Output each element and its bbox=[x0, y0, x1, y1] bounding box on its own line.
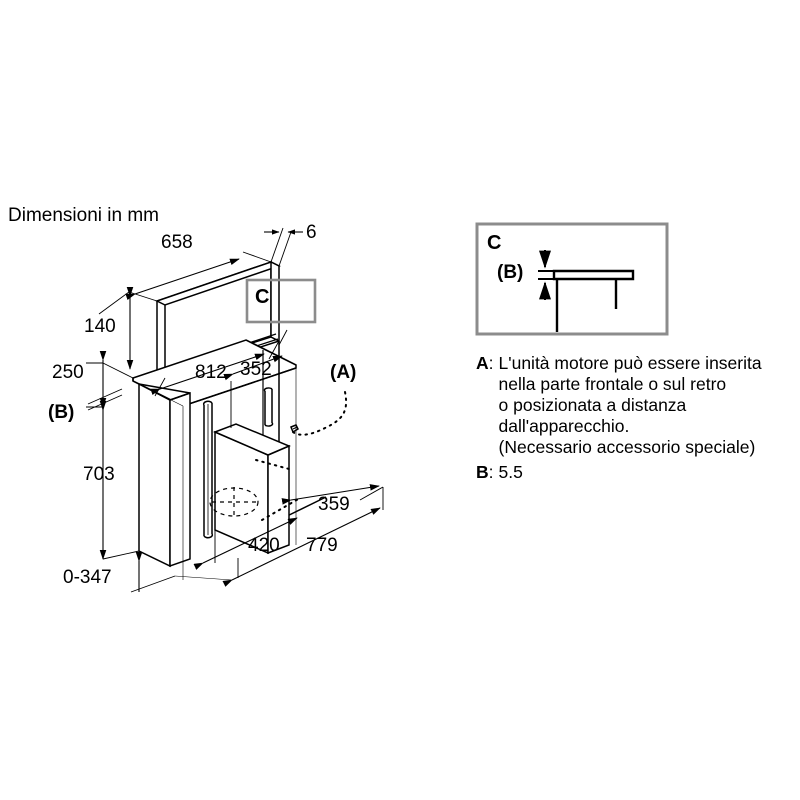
dimension-label-658: 658 bbox=[161, 232, 193, 253]
motor-connector-line bbox=[292, 426, 298, 430]
ext-6-a bbox=[270, 227, 284, 263]
dimline-352 bbox=[223, 355, 283, 381]
legend-key-A: A bbox=[476, 353, 489, 373]
dimension-label-6: 6 bbox=[306, 222, 317, 243]
body-right-face bbox=[169, 391, 191, 568]
ground-guide-2 bbox=[174, 575, 233, 581]
legend-A-line-3: o posizionata a distanza bbox=[498, 395, 687, 415]
dimension-label-359: 359 bbox=[318, 494, 350, 515]
detail-C-letter: C bbox=[487, 232, 502, 254]
ext-140-a bbox=[98, 291, 130, 315]
dimension-label-779: 779 bbox=[306, 535, 338, 556]
detail-C-slab bbox=[552, 269, 635, 281]
dimension-label-812: 812 bbox=[195, 362, 227, 383]
panel-right-edge bbox=[270, 260, 280, 343]
ext-703-bottom bbox=[102, 550, 140, 560]
break-line-B-2 bbox=[87, 394, 123, 411]
ext-0347-base bbox=[130, 575, 176, 593]
dimension-label-250: 250 bbox=[52, 362, 84, 383]
ext-352-b bbox=[278, 329, 288, 346]
legend-item-A: A : L'unità motore può essere inserita n… bbox=[476, 353, 796, 458]
callout-label-A: (A) bbox=[330, 362, 357, 383]
motor-top-face bbox=[213, 423, 291, 456]
duct-pipe-sides bbox=[203, 403, 213, 536]
break-line-B-1 bbox=[87, 388, 123, 405]
ground-guide-1 bbox=[132, 380, 184, 407]
legend-sep-A: : bbox=[488, 353, 494, 373]
ext-140-b bbox=[102, 362, 134, 379]
dimension-label-420: 420 bbox=[248, 535, 280, 556]
motor-outlet-pipe bbox=[264, 389, 273, 425]
detail-C-label-B: (B) bbox=[497, 262, 524, 283]
dimension-label-140: 140 bbox=[84, 316, 116, 337]
detail-view-C bbox=[475, 222, 669, 336]
motor-outlet-base bbox=[264, 422, 274, 427]
body-left-face bbox=[138, 382, 171, 568]
motor-unit-geometry bbox=[213, 387, 299, 555]
legend-A-line-4: dall'apparecchio. bbox=[498, 416, 630, 436]
legend-A-line-1: L'unità motore può essere inserita bbox=[498, 353, 762, 373]
motor-outlet-cap bbox=[263, 387, 273, 392]
legend-key-B: B bbox=[476, 462, 489, 482]
callout-A-leader bbox=[292, 391, 347, 436]
units-caption: Dimensioni in mm bbox=[8, 205, 159, 226]
dimension-label-703: 703 bbox=[83, 464, 115, 485]
ext-658-left bbox=[128, 291, 158, 302]
callout-C-box bbox=[245, 278, 317, 324]
dimension-lines bbox=[86, 227, 384, 593]
body-column-geometry bbox=[138, 382, 191, 568]
dimension-label-352: 352 bbox=[240, 359, 272, 380]
legend-item-B: B : 5.5 bbox=[476, 462, 796, 483]
callout-label-B: (B) bbox=[48, 402, 75, 423]
callout-letter-C: C bbox=[255, 286, 270, 308]
duct-pipe-top bbox=[202, 400, 213, 406]
ext-6-b bbox=[278, 231, 292, 267]
duct-pipe-geometry bbox=[202, 400, 214, 539]
legend-B-value: 5.5 bbox=[498, 462, 523, 482]
worktop-back-edge bbox=[245, 339, 297, 366]
dimline-359 bbox=[281, 484, 380, 505]
legend-block: A : L'unità motore può essere inserita n… bbox=[476, 353, 796, 483]
ext-658-right bbox=[242, 251, 272, 263]
legend-A-line-5: (Necessario accessorio speciale) bbox=[498, 437, 756, 457]
legend-sep-B: : bbox=[488, 462, 494, 482]
dimline-779 bbox=[222, 507, 381, 587]
legend-A-line-2: nella parte frontale o sul retro bbox=[498, 374, 727, 394]
dimension-label-0-347: 0-347 bbox=[63, 567, 112, 588]
dimline-658 bbox=[125, 258, 240, 301]
